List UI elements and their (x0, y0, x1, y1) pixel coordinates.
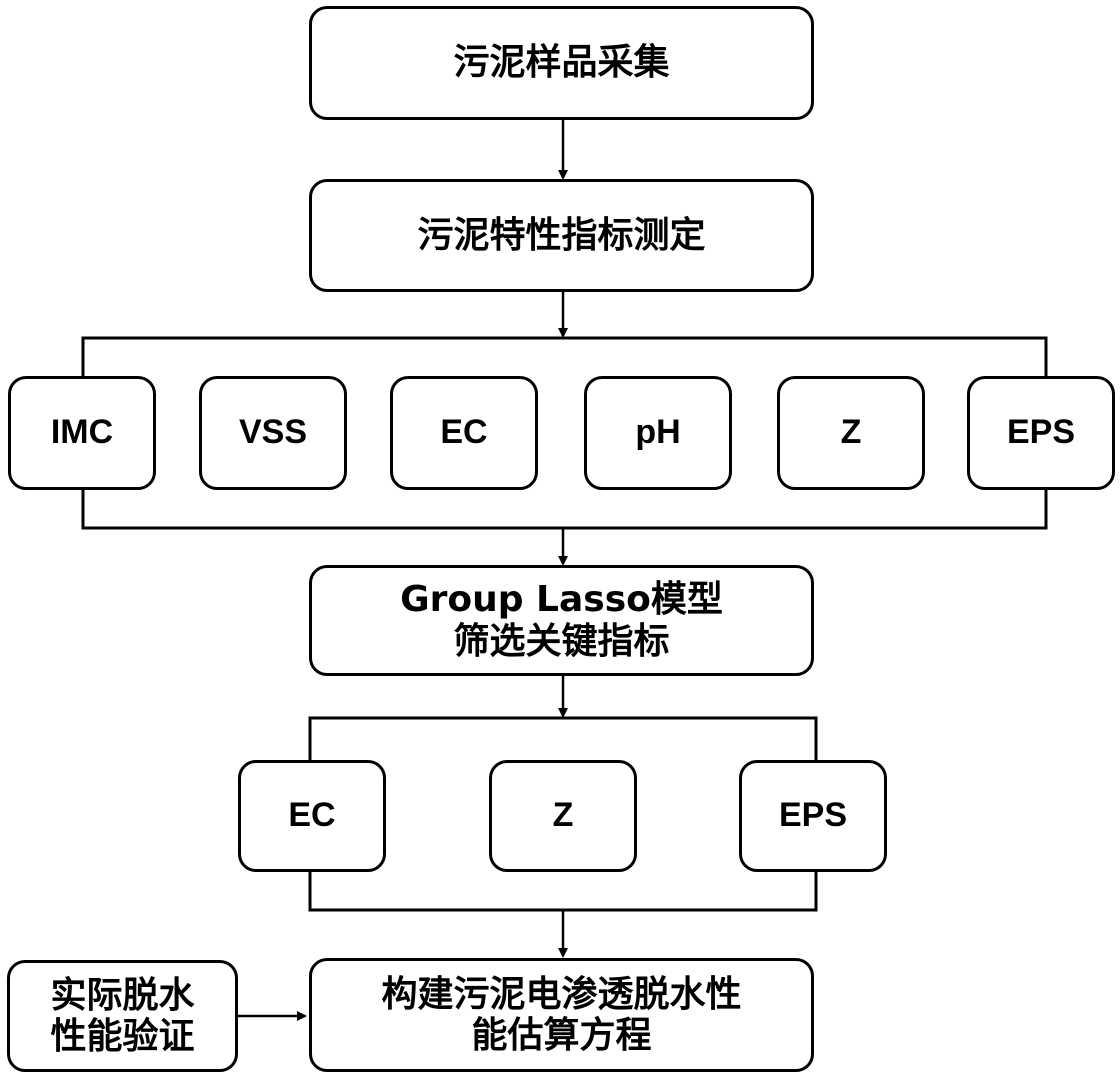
group-lasso-line1: Group Lasso模型 (400, 579, 723, 621)
key-indicator-eps-box: EPS (739, 760, 887, 872)
sample-collection-box: 污泥样品采集 (309, 6, 814, 120)
property-measurement-label: 污泥特性指标测定 (417, 214, 706, 256)
equation-line1: 构建污泥电渗透脱水性 (381, 973, 742, 1015)
equation-line2: 能估算方程 (471, 1015, 652, 1056)
property-measurement-box: 污泥特性指标测定 (309, 179, 814, 292)
key-indicator-label: Z (552, 796, 574, 835)
key-indicator-z-box: Z (489, 760, 637, 872)
indicator-vss-box: VSS (199, 376, 347, 490)
indicator-label: EC (440, 413, 488, 452)
indicator-imc-box: IMC (8, 376, 156, 490)
indicator-label: Z (840, 413, 862, 452)
indicator-label: VSS (238, 413, 308, 452)
indicator-label: pH (635, 413, 681, 452)
indicator-eps-box: EPS (967, 376, 1115, 490)
key-indicator-label: EC (288, 796, 336, 835)
equation-box: 构建污泥电渗透脱水性 能估算方程 (309, 958, 814, 1072)
key-indicator-ec-box: EC (238, 760, 386, 872)
validation-box: 实际脱水 性能验证 (7, 960, 238, 1072)
key-indicator-label: EPS (778, 796, 848, 835)
indicator-label: EPS (1006, 413, 1076, 452)
indicator-ec-box: EC (390, 376, 538, 490)
validation-line2: 性能验证 (50, 1016, 195, 1057)
group-lasso-box: Group Lasso模型 筛选关键指标 (309, 565, 814, 676)
indicator-label: IMC (50, 413, 114, 452)
sample-collection-label: 污泥样品采集 (453, 42, 670, 84)
indicator-z-box: Z (777, 376, 925, 490)
validation-line1: 实际脱水 (50, 974, 195, 1016)
indicator-ph-box: pH (584, 376, 732, 490)
group-lasso-line2: 筛选关键指标 (453, 620, 670, 662)
